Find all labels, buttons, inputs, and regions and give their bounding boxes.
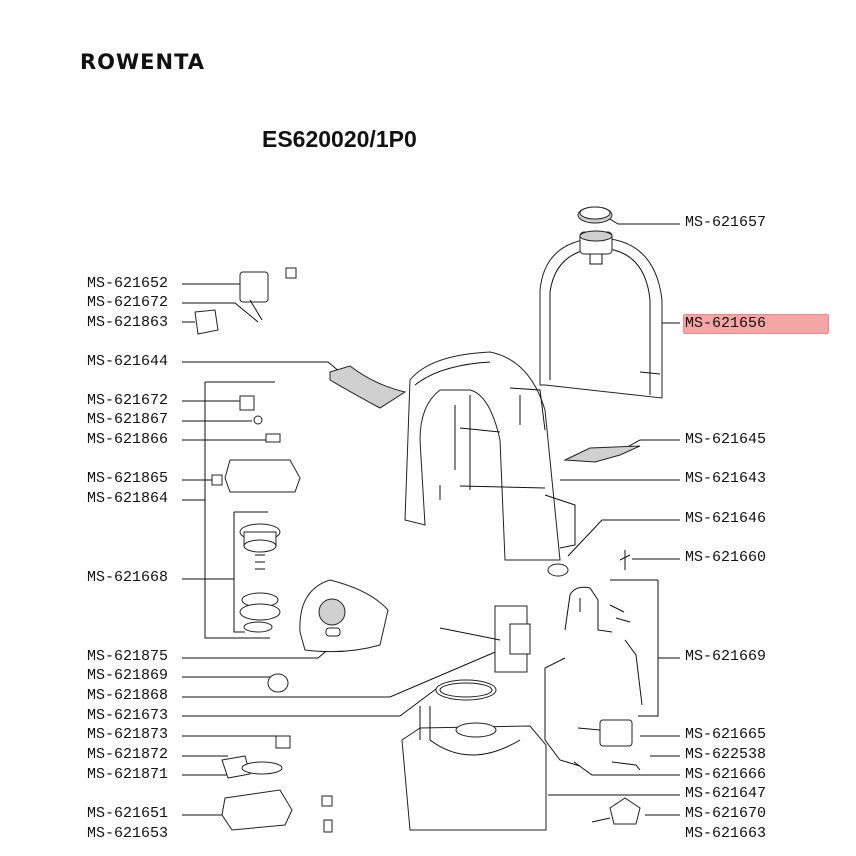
- part-label-left-11[interactable]: MS-621869: [87, 667, 169, 684]
- part-label-left-6[interactable]: MS-621866: [87, 431, 169, 448]
- control-board: [267, 605, 531, 701]
- part-label-right-11[interactable]: MS-621670: [685, 805, 767, 822]
- part-label-right-3[interactable]: MS-621643: [685, 470, 767, 487]
- part-label-right-4[interactable]: MS-621646: [685, 510, 767, 527]
- part-label-right-2[interactable]: MS-621645: [685, 431, 767, 448]
- part-label-left-2[interactable]: MS-621863: [87, 314, 169, 331]
- part-label-right-9[interactable]: MS-621666: [685, 766, 767, 783]
- part-label-right-10[interactable]: MS-621647: [685, 785, 767, 802]
- part-label-left-7[interactable]: MS-621865: [87, 470, 169, 487]
- switch-components: [194, 267, 301, 633]
- tank-cap: [577, 206, 613, 224]
- part-label-left-12[interactable]: MS-621868: [87, 687, 169, 704]
- part-label-right-5[interactable]: MS-621660: [685, 549, 767, 566]
- main-housing: [404, 351, 576, 561]
- part-label-right-6[interactable]: MS-621669: [685, 648, 767, 665]
- part-label-right-1[interactable]: MS-621656: [683, 314, 830, 334]
- part-label-left-9[interactable]: MS-621668: [87, 569, 169, 586]
- brand-logo: ROWENTA: [80, 50, 206, 74]
- base-unit: [221, 706, 547, 833]
- part-label-left-8[interactable]: MS-621864: [87, 490, 169, 507]
- part-label-left-13[interactable]: MS-621673: [87, 707, 169, 724]
- part-label-right-8[interactable]: MS-622538: [685, 746, 767, 763]
- part-label-left-15[interactable]: MS-621872: [87, 746, 169, 763]
- model-number: ES620020/1P0: [262, 126, 417, 152]
- part-label-right-7[interactable]: MS-621665: [685, 726, 767, 743]
- part-label-left-3[interactable]: MS-621644: [87, 353, 169, 370]
- part-label-left-10[interactable]: MS-621875: [87, 648, 169, 665]
- part-label-right-0[interactable]: MS-621657: [685, 214, 767, 231]
- water-tank: [539, 230, 663, 399]
- part-label-left-18[interactable]: MS-621653: [87, 825, 169, 842]
- part-label-left-1[interactable]: MS-621672: [87, 294, 169, 311]
- tray-parts: [329, 365, 641, 463]
- part-label-left-5[interactable]: MS-621867: [87, 411, 169, 428]
- part-label-left-17[interactable]: MS-621651: [87, 805, 169, 822]
- part-label-right-12[interactable]: MS-621663: [685, 825, 767, 842]
- leader-lines-left: [182, 283, 501, 816]
- pump-and-tubes: [544, 550, 643, 825]
- front-cover: [299, 579, 389, 653]
- part-label-left-16[interactable]: MS-621871: [87, 766, 169, 783]
- part-label-left-0[interactable]: MS-621652: [87, 275, 169, 292]
- part-label-left-14[interactable]: MS-621873: [87, 726, 169, 743]
- part-label-left-4[interactable]: MS-621672: [87, 392, 169, 409]
